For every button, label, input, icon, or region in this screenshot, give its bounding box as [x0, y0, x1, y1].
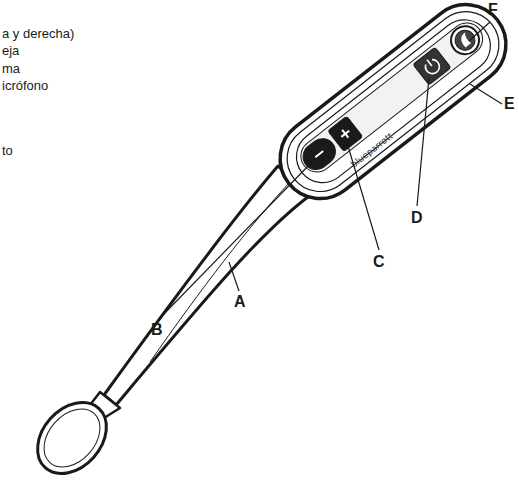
head-outer	[264, 0, 519, 215]
callout-letter: F	[488, 2, 498, 18]
boom-outline	[104, 166, 312, 405]
plus-button	[328, 116, 363, 151]
callout-letter: B	[151, 322, 163, 338]
leader-line	[229, 262, 239, 291]
power-symbol	[423, 58, 442, 77]
paddle-outer	[24, 389, 121, 485]
leader-line	[470, 84, 502, 104]
cropped-legend-text: to	[2, 144, 13, 157]
cropped-legend-text: icrófono	[2, 79, 48, 92]
leader-line	[417, 78, 429, 206]
cropped-legend-text: ma	[2, 62, 20, 75]
cropped-legend-text: a y derecha)	[2, 27, 74, 40]
callout-letter: A	[234, 294, 246, 310]
cropped-legend-text: eja	[2, 44, 19, 57]
head-panel	[286, 9, 501, 193]
leader-line	[160, 162, 312, 318]
minus-sign	[315, 151, 323, 157]
power-button	[413, 47, 451, 85]
leader-line	[469, 22, 490, 41]
paddle-inner	[33, 398, 111, 478]
head-band	[274, 0, 512, 205]
callout-letter: E	[504, 96, 515, 112]
parrott-button	[445, 21, 484, 60]
parrott-button-inner	[451, 26, 479, 54]
callout-letter: D	[411, 210, 423, 226]
button-panel	[294, 17, 489, 179]
power-symbol-bar	[427, 60, 432, 66]
boom-highlight	[150, 182, 290, 362]
callout-letter: C	[373, 254, 385, 270]
